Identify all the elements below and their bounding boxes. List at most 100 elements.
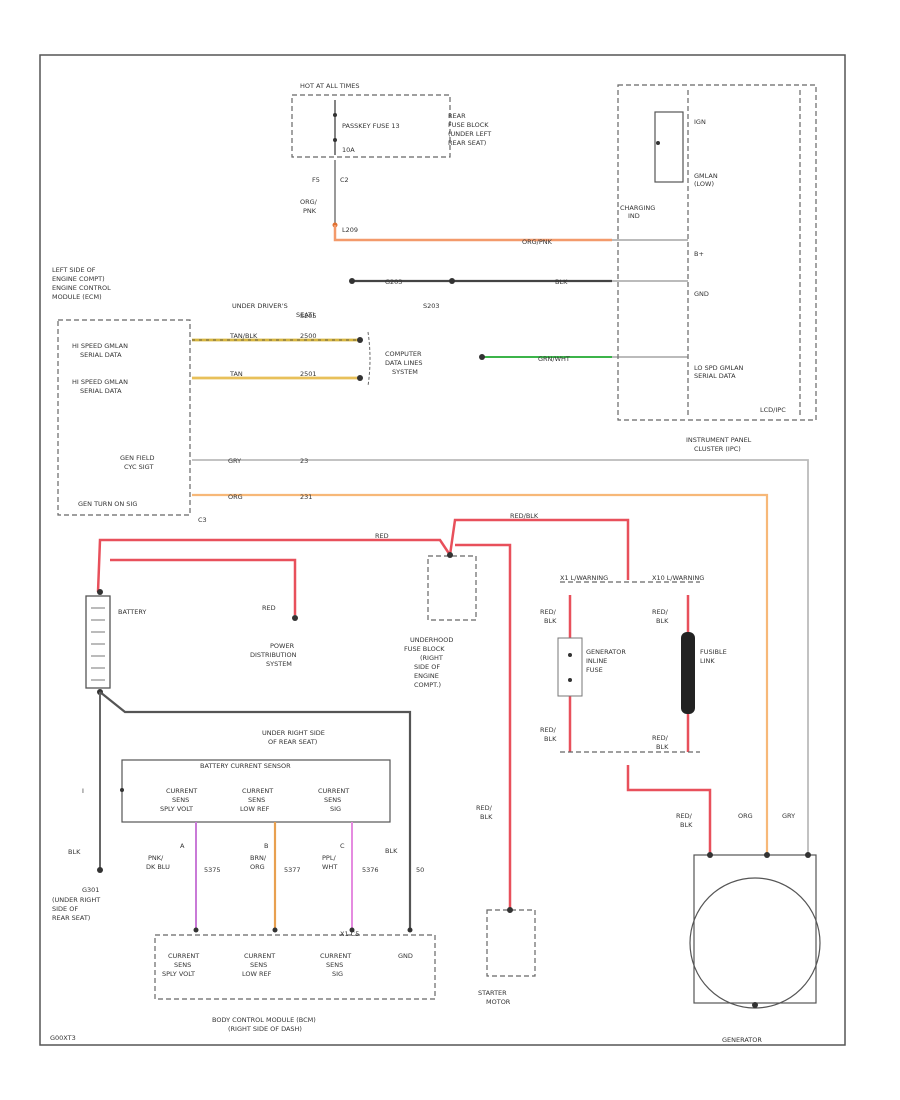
ecm-wire-gry-label: GRY	[228, 457, 241, 465]
gen-fuse-wire-rt: RED/BLK	[652, 608, 669, 625]
ipc-blk-label: BLK	[555, 278, 568, 286]
wire-red-battery	[96, 538, 452, 593]
ecm-ckt-org-label: 231	[300, 493, 312, 501]
generator: RED/BLK ORG GRY GENERATOR	[676, 812, 821, 1044]
ign-label: IGN	[694, 118, 706, 126]
footer-code: G00XT3	[50, 1034, 76, 1042]
gmlan-low-label: GMLAN(LOW)	[694, 172, 718, 188]
underhood-label: UNDERHOOD FUSE BLOCK (RIGHT SIDE OF ENGI…	[404, 636, 455, 689]
starter-wire-label: RED/BLK	[476, 804, 493, 821]
sensor-ckt2: 5377	[284, 866, 301, 874]
s203-label: S203	[423, 302, 440, 310]
svg-text:I: I	[82, 787, 84, 795]
l209-splice: L209	[342, 226, 358, 234]
wire-black-sensor	[99, 691, 412, 928]
ecm-gen-turn: GEN TURN ON SIG	[78, 500, 137, 508]
x1-lwarning: X1 L/WARNING	[560, 574, 608, 582]
bcm-col4: GND	[398, 952, 413, 960]
bplus-label: B+	[694, 250, 704, 258]
generator-label: GENERATOR	[722, 1036, 762, 1044]
sensor-w1: PNK/DK BLU	[146, 854, 170, 871]
x10-lwarning: X10 L/WARNING	[652, 574, 704, 582]
power-dist-wire-label: RED	[262, 604, 276, 612]
ecm-wire-org-label: ORG	[228, 493, 243, 501]
hot-at-all-times-label: HOT AT ALL TIMES	[300, 82, 360, 90]
gen-wire-gry: GRY	[782, 812, 795, 820]
ecm-module: LEFT SIDE OF ENGINE COMPT) ENGINE CONTRO…	[52, 266, 207, 524]
ecm-wire2-label: TAN	[229, 370, 243, 378]
lcd-label: LCD/IPC	[760, 406, 786, 414]
ipc-grnwht-label: GRN/WHT	[538, 355, 570, 363]
ecm-connector: C3	[198, 516, 207, 524]
f5-connector: F5	[312, 176, 320, 184]
gen-fuse-wire-rb: RED/BLK	[652, 734, 669, 751]
c2-connector: C2	[340, 176, 349, 184]
sensor-pin-b: B	[264, 842, 268, 850]
org-pnk-wire-label: ORG/PNK	[300, 198, 318, 215]
gen-wire-red: RED/BLK	[676, 812, 693, 829]
ecm-ckt1-label: 2500	[300, 332, 317, 340]
sensor-w2: BRN/ORG	[250, 854, 267, 871]
rear-fuse-block-label: REAR FUSE BLOCK (UNDER LEFT REAR SEAT)	[448, 112, 493, 147]
ecm-ckt2-label: 2501	[300, 370, 317, 378]
ecm-wire1-label: TAN/BLK	[229, 332, 258, 340]
wire-orange-fuse-to-ipc	[333, 225, 612, 242]
g301-label: G301	[82, 886, 99, 894]
gen-wire-org: ORG	[738, 812, 753, 820]
ipc-orgpnk-label: ORG/PNK	[522, 238, 553, 246]
rear-fuse-block: HOT AT ALL TIMES PASSKEY FUSE 13 10A REA…	[291, 82, 493, 234]
sensor-ckt3: 5376	[362, 866, 379, 874]
underhood-fuse-block: UNDERHOOD FUSE BLOCK (RIGHT SIDE OF ENGI…	[404, 552, 477, 689]
wire-orange-gen-turn	[192, 493, 769, 855]
battery-red-label: RED	[375, 532, 389, 540]
s205-label: S205	[300, 312, 317, 320]
battery: BATTERY	[85, 595, 146, 689]
wire-red-starter	[455, 543, 512, 908]
s205-location: UNDER DRIVER'SSEAT)	[232, 302, 315, 319]
battery-blk-label: BLK	[68, 848, 81, 856]
bcm-connector: X1 C5	[340, 930, 359, 938]
fuse-13-label: PASSKEY FUSE 13	[342, 122, 400, 130]
gnd-label: GND	[694, 290, 709, 298]
sensor-title: BATTERY CURRENT SENSOR	[200, 762, 291, 770]
battery-label: BATTERY	[118, 608, 146, 616]
gen-fuse-wire-lb: RED/BLK	[540, 726, 557, 743]
ecm-title: LEFT SIDE OF ENGINE COMPT) ENGINE CONTRO…	[52, 266, 113, 301]
sensor-pin-c: C	[340, 842, 345, 850]
diagram-border	[39, 54, 846, 1046]
underhood-wire-label: RED/BLK	[510, 512, 539, 520]
sensor-w4: BLK	[385, 847, 398, 855]
fuse-13-amp: 10A	[342, 146, 355, 154]
ecm-ckt-gry-label: 23	[300, 457, 308, 465]
sensor-pin-a: A	[180, 842, 185, 850]
wire-red-power-dist	[110, 558, 297, 615]
sensor-ckt5: 50	[416, 866, 424, 874]
bcm-title: BODY CONTROL MODULE (BCM)(RIGHT SIDE OF …	[212, 1016, 316, 1033]
wire-gray-gen-field	[192, 459, 809, 855]
wire-red-underhood	[448, 518, 630, 580]
